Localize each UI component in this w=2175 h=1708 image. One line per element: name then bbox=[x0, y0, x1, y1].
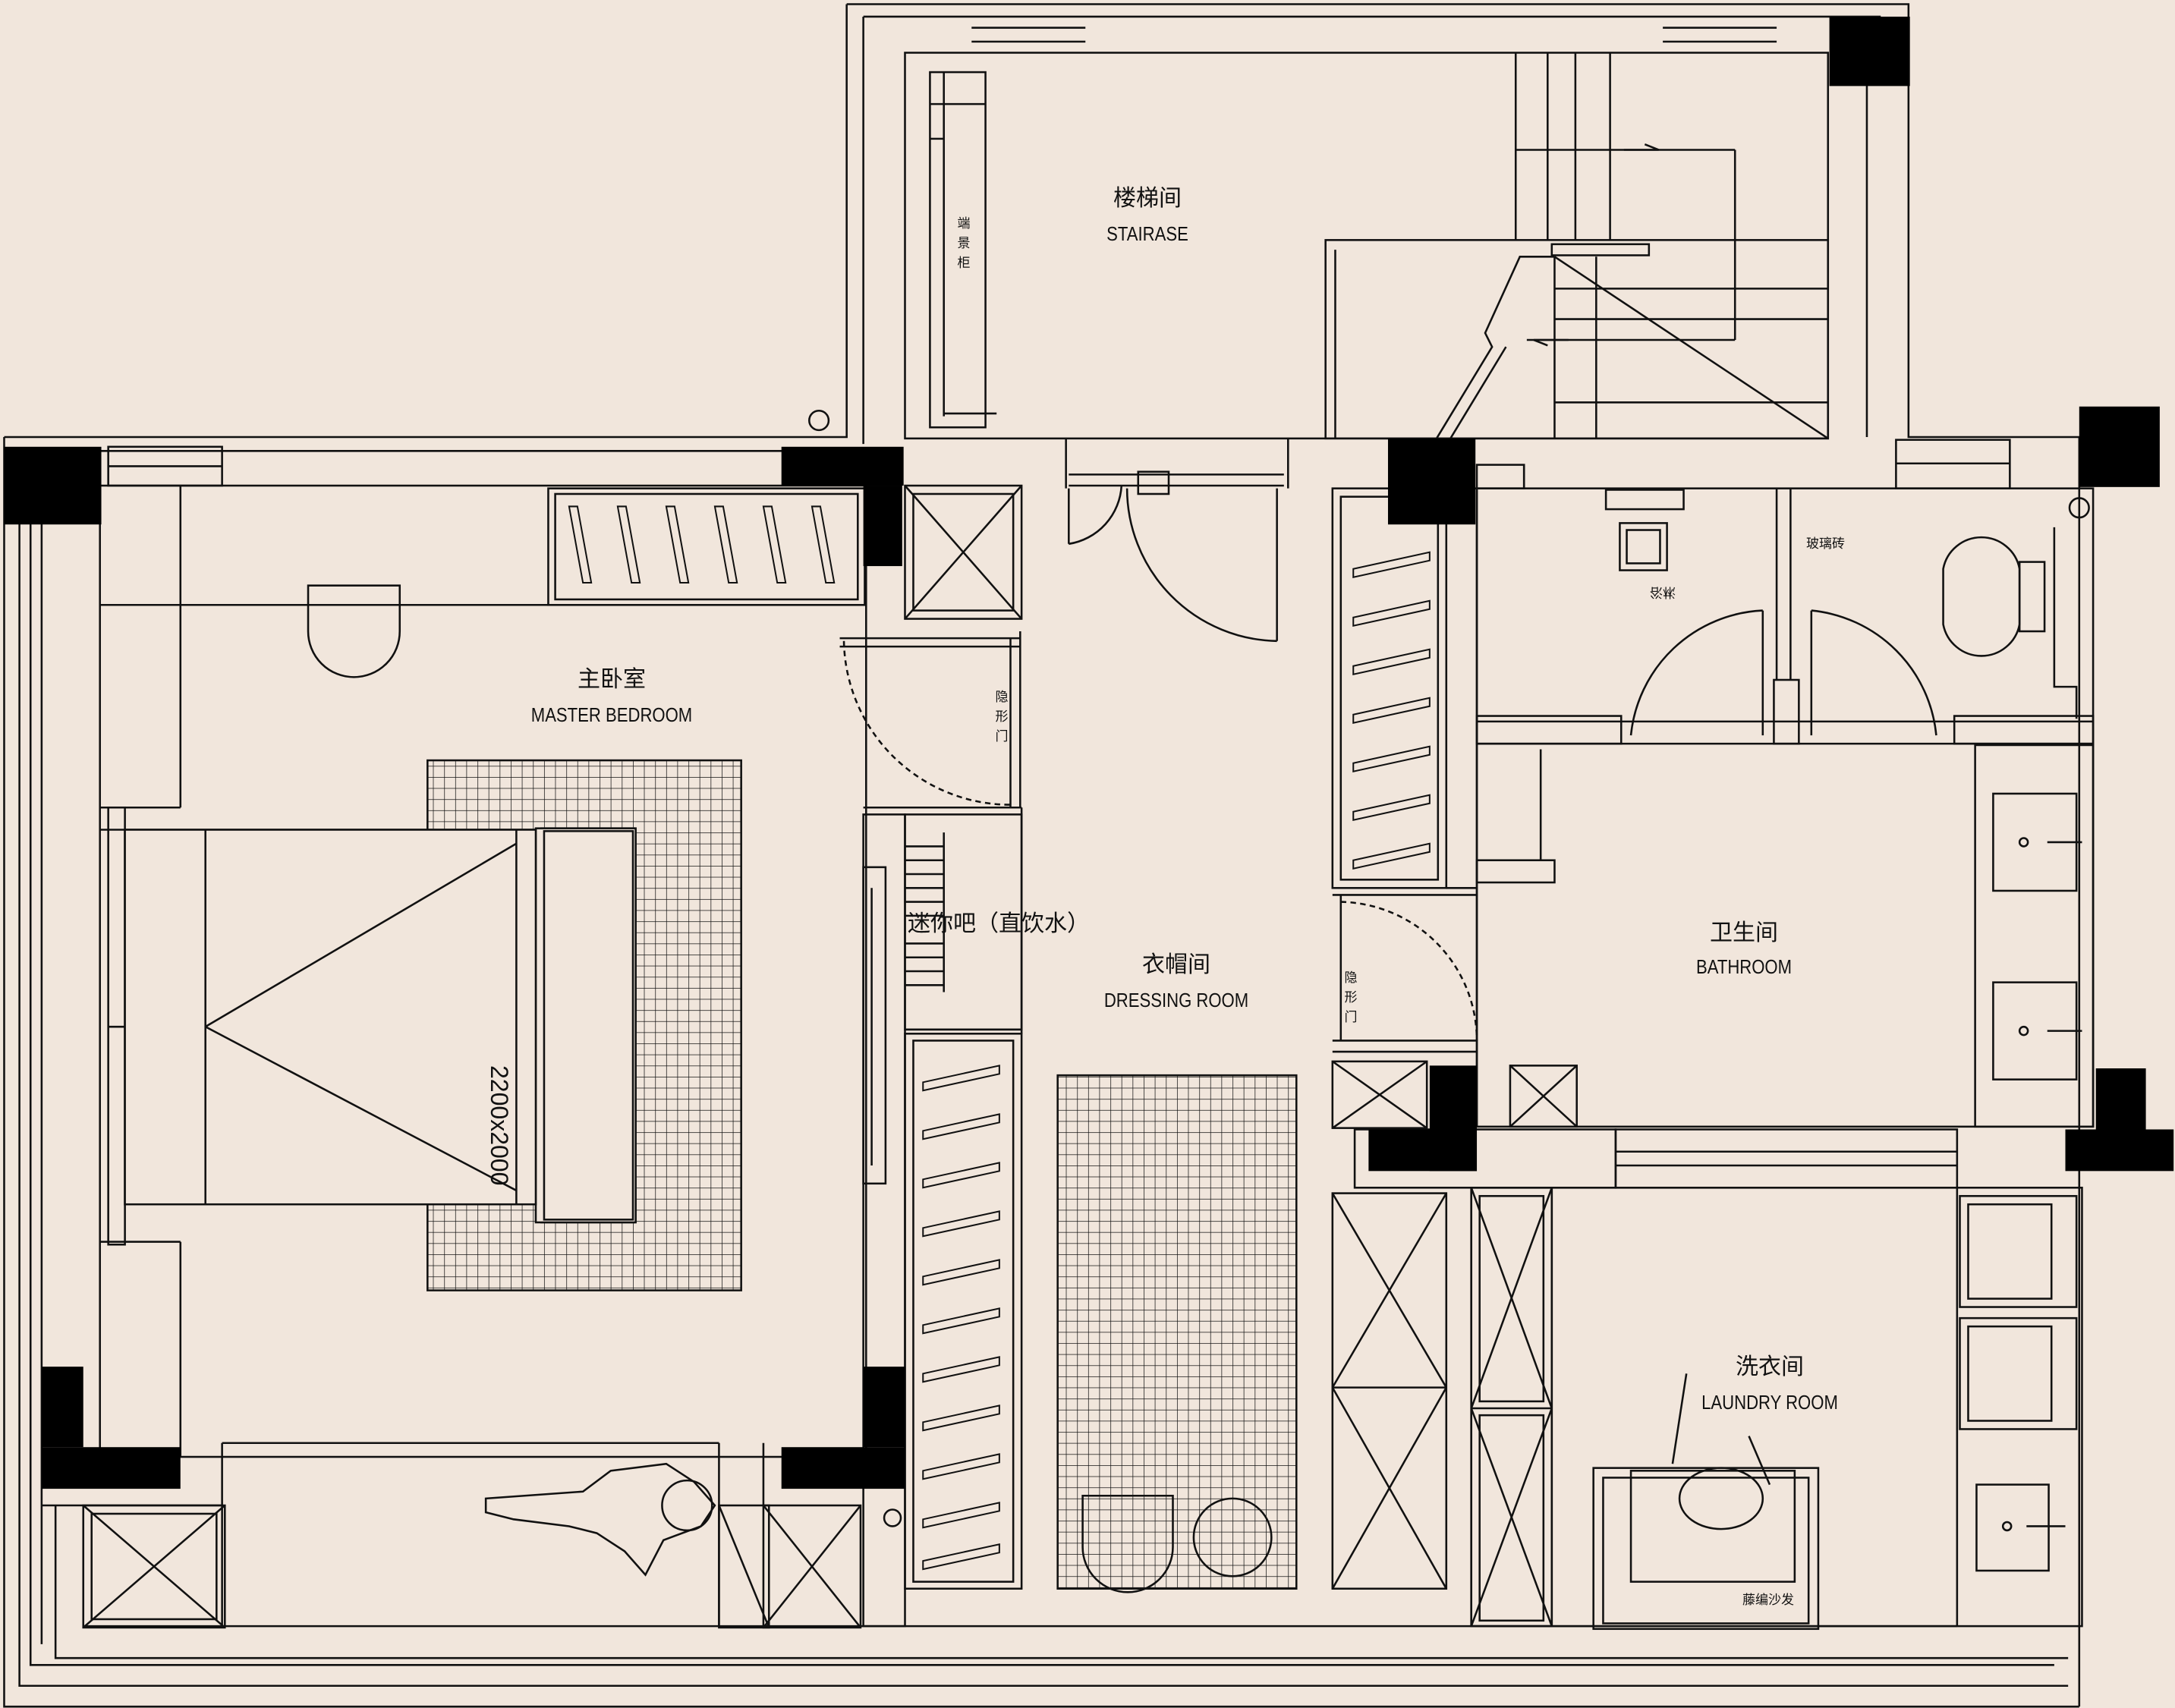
bathroom-cn: 卫生间 bbox=[1710, 920, 1778, 946]
bed-size-dimension: 2200x2000 bbox=[486, 1065, 513, 1186]
glass-brick-label: 玻璃砖 bbox=[1806, 536, 1845, 552]
bathroom-en: BATHROOM bbox=[1695, 955, 1793, 978]
master-bedroom-en: MASTER BEDROOM bbox=[530, 703, 693, 726]
stair-room-en: STAIRASE bbox=[1106, 222, 1188, 245]
shower-label: 淋浴 bbox=[1650, 584, 1676, 599]
hangers bbox=[568, 505, 1431, 1571]
columns bbox=[4, 16, 2174, 1489]
laundry-room bbox=[1470, 1186, 2083, 1631]
rattan-sofa-label: 藤编沙发 bbox=[1742, 1593, 1794, 1608]
dressing-room-cn: 衣帽间 bbox=[1142, 952, 1210, 978]
stair-room bbox=[808, 27, 1830, 440]
dressing-room bbox=[862, 484, 1478, 1628]
dressing-room-en: DRESSING ROOM bbox=[1103, 989, 1249, 1011]
stair-room-cn: 楼梯间 bbox=[1113, 185, 1182, 212]
hidden-door-label-1: 隐形门 bbox=[995, 690, 1009, 744]
hidden-door-label-2: 隐形门 bbox=[1344, 970, 1358, 1025]
master-bedroom-cn: 主卧室 bbox=[578, 666, 646, 693]
minibar-label: 迷你吧（直饮水） bbox=[908, 911, 1090, 937]
display-cabinet-label: 端景柜 bbox=[957, 216, 971, 271]
entry-door bbox=[1065, 438, 1289, 643]
outer-walls bbox=[3, 3, 2081, 1708]
laundry-room-cn: 洗衣间 bbox=[1736, 1354, 1804, 1380]
laundry-room-en: LAUNDRY ROOM bbox=[1701, 1391, 1838, 1414]
bathroom bbox=[1353, 439, 2095, 1189]
